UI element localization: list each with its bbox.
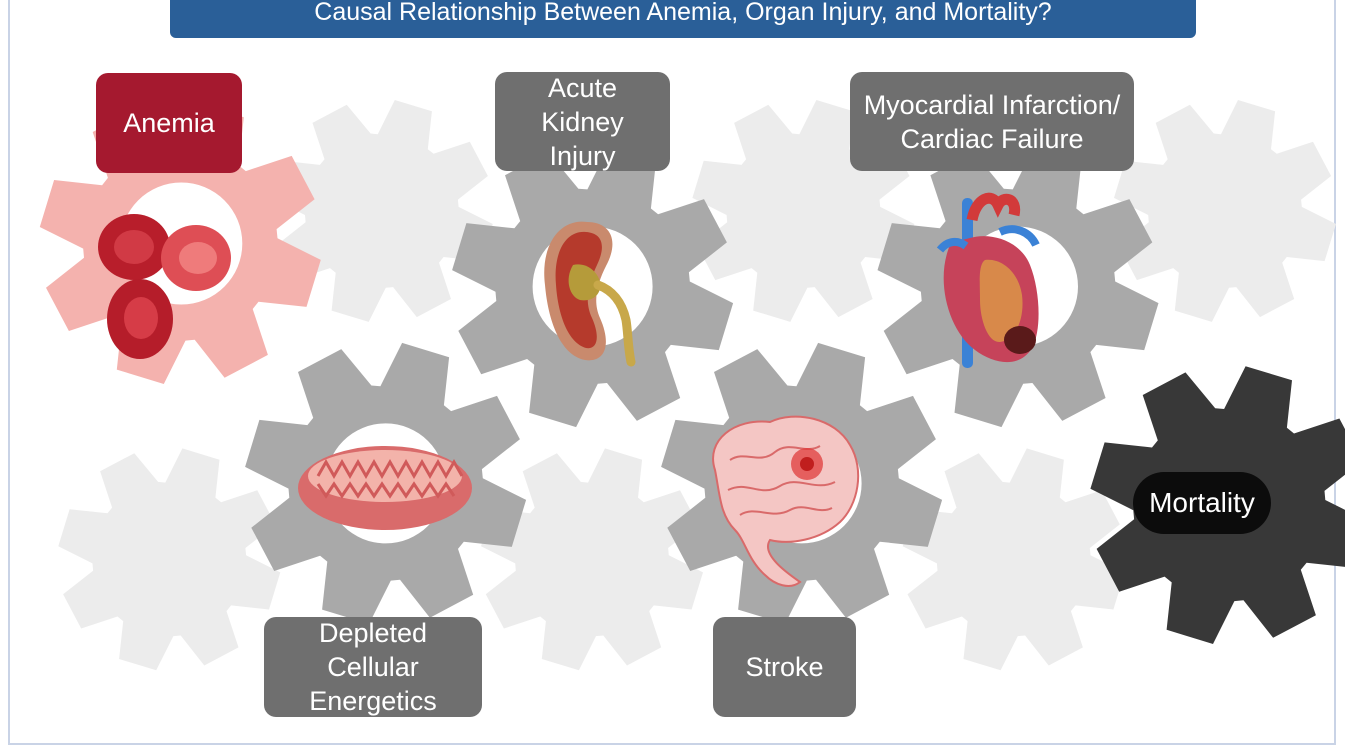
anemia-label: Anemia — [96, 73, 242, 173]
faded-gear — [58, 448, 280, 670]
myocardial-infarction-label: Myocardial Infarction/ Cardiac Failure — [850, 72, 1134, 171]
title-banner: Causal Relationship Between Anemia, Orga… — [170, 0, 1196, 38]
faded-gear — [1114, 100, 1336, 322]
faded-gear — [481, 448, 703, 670]
acute-kidney-injury-label: Acute Kidney Injury — [495, 72, 670, 171]
stroke-label: Stroke — [713, 617, 856, 717]
mitochondrion-icon — [298, 446, 472, 530]
depleted-cellular-energetics-label: Depleted Cellular Energetics — [264, 617, 482, 717]
mortality-label: Mortality — [1133, 472, 1271, 534]
diagram-title: Causal Relationship Between Anemia, Orga… — [314, 0, 1051, 25]
faded-gear — [903, 448, 1125, 670]
